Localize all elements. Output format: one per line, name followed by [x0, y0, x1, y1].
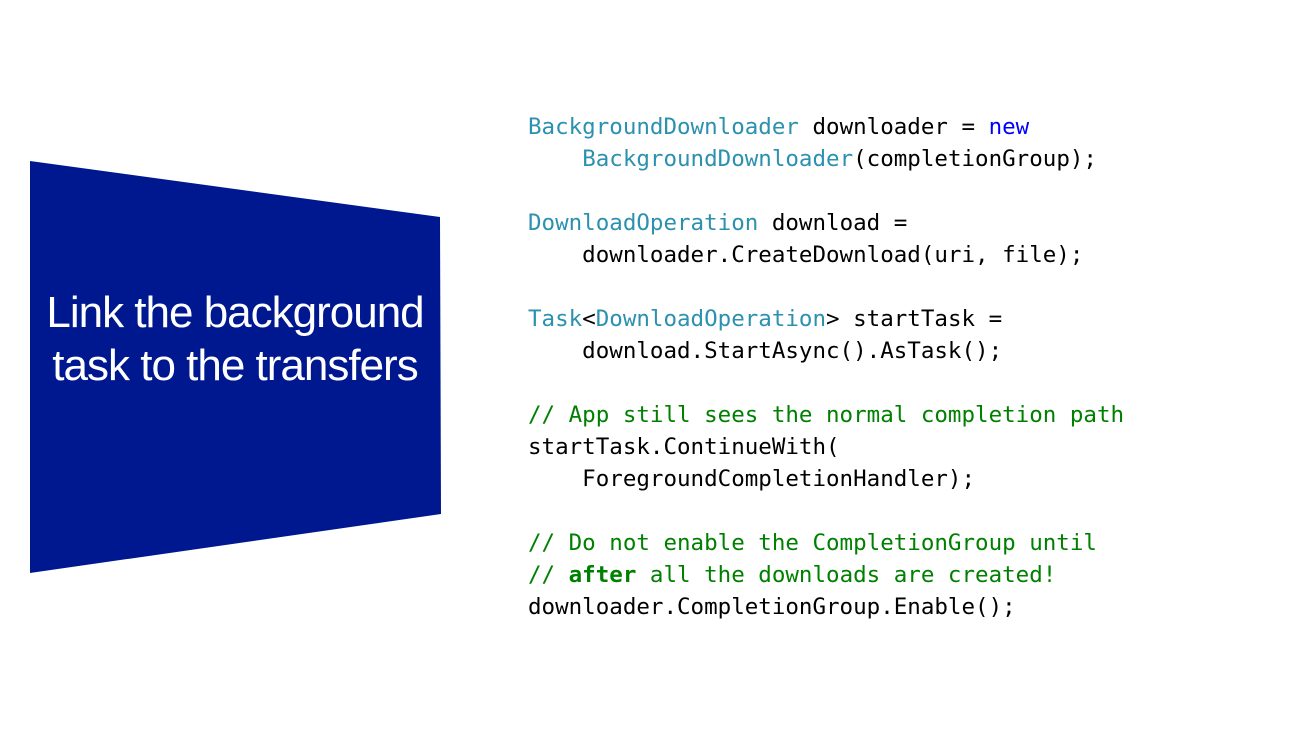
code-token: (completionGroup);	[853, 146, 1097, 172]
code-token: downloader.CompletionGroup.Enable();	[528, 594, 1016, 620]
code-token: download =	[758, 210, 908, 236]
code-line	[528, 367, 1288, 399]
code-line: downloader.CreateDownload(uri, file);	[528, 239, 1288, 271]
code-token: after	[568, 562, 637, 588]
code-line	[528, 271, 1288, 303]
code-token: // App still sees the normal completion …	[528, 402, 1125, 428]
code-token: // Do not enable the CompletionGroup unt…	[528, 530, 1097, 556]
code-token: downloader.CreateDownload(uri, file);	[528, 242, 1084, 268]
code-line	[528, 495, 1288, 527]
code-token: downloader =	[798, 114, 989, 140]
title-panel-shape	[30, 161, 441, 573]
code-line: Task<DownloadOperation> startTask =	[528, 303, 1288, 335]
code-token: all the downloads are created!	[636, 562, 1057, 588]
code-line: DownloadOperation download =	[528, 207, 1288, 239]
code-line: // App still sees the normal completion …	[528, 399, 1288, 431]
code-token: BackgroundDownloader	[582, 146, 854, 172]
code-line: BackgroundDownloader(completionGroup);	[528, 143, 1288, 175]
code-token	[528, 146, 582, 172]
code-token: new	[988, 114, 1030, 140]
code-block: BackgroundDownloader downloader = new Ba…	[528, 111, 1288, 623]
code-line	[528, 175, 1288, 207]
code-line: // Do not enable the CompletionGroup unt…	[528, 527, 1288, 559]
code-token: //	[528, 562, 569, 588]
code-token: download.StartAsync().AsTask();	[528, 338, 1003, 364]
code-token: Task	[528, 306, 583, 332]
slide-title: Link the background task to the transfer…	[46, 288, 424, 390]
code-token: <	[582, 306, 596, 332]
code-line: download.StartAsync().AsTask();	[528, 335, 1288, 367]
code-token: startTask.ContinueWith(	[528, 434, 840, 460]
code-token: > startTask =	[826, 306, 1003, 332]
code-token: BackgroundDownloader	[528, 114, 799, 140]
code-line: downloader.CompletionGroup.Enable();	[528, 591, 1288, 623]
code-line: ForegroundCompletionHandler);	[528, 463, 1288, 495]
code-token: ForegroundCompletionHandler);	[528, 466, 976, 492]
code-line: startTask.ContinueWith(	[528, 431, 1288, 463]
code-line: // after all the downloads are created!	[528, 559, 1288, 591]
code-token: DownloadOperation	[595, 306, 827, 332]
code-line: BackgroundDownloader downloader = new	[528, 111, 1288, 143]
code-token: DownloadOperation	[528, 210, 759, 236]
